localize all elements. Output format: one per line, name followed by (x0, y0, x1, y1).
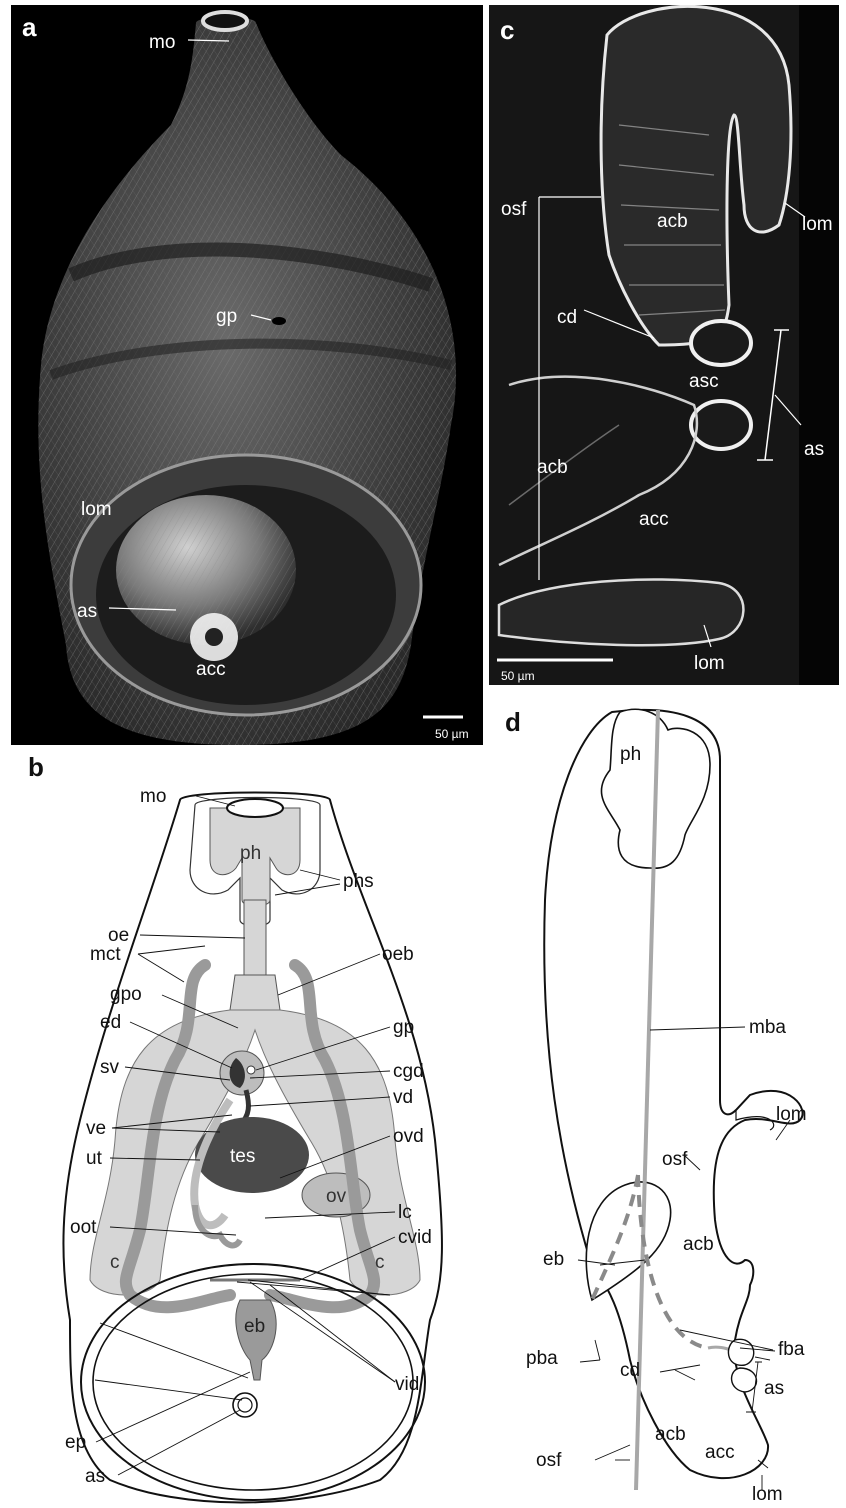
label-d-eb: eb (543, 1249, 564, 1270)
label-d-lom-top: lom (776, 1104, 807, 1125)
panel-c-image: osf acb lom cd asc as acb acc lom 50 µm (489, 5, 839, 685)
panel-d-diagram: ph mba lom osf eb acb pba fba cd as osf … (500, 700, 846, 1508)
label-c-osf: osf (501, 199, 527, 220)
label-b-ep: ep (65, 1432, 86, 1453)
label-a-gp: gp (216, 306, 237, 327)
label-a-acc: acc (196, 659, 226, 680)
label-c-acb-bottom: acb (537, 457, 568, 478)
label-d-cd: cd (620, 1360, 640, 1381)
panel-a: mo gp lom as acc 50 µm (11, 5, 483, 745)
label-d-fba: fba (778, 1339, 805, 1360)
label-c-lom-bottom: lom (694, 653, 725, 674)
scale-label-a: 50 µm (435, 727, 469, 741)
label-c-acc: acc (639, 509, 669, 530)
label-b-mo: mo (140, 786, 166, 807)
label-b-tes: tes (230, 1146, 255, 1167)
label-b-oot: oot (70, 1217, 97, 1238)
label-b-ut: ut (86, 1148, 103, 1169)
scale-label-c: 50 µm (501, 669, 535, 683)
panel-letter-c: c (500, 15, 514, 46)
label-b-lc: lc (398, 1202, 412, 1223)
label-b-ovd: ovd (393, 1126, 424, 1147)
genital-pore (272, 317, 286, 325)
label-b-cgd: cgd (393, 1061, 424, 1082)
label-b-cvid: cvid (398, 1227, 432, 1248)
label-b-ve: ve (86, 1118, 106, 1139)
label-b-phs: phs (343, 871, 374, 892)
label-c-asc: asc (689, 371, 719, 392)
label-c-lom-top: lom (802, 214, 833, 235)
label-b-gp: gp (393, 1017, 414, 1038)
label-d-mba: mba (749, 1017, 786, 1038)
label-d-osf-bottom: osf (536, 1450, 562, 1471)
panel-b-diagram: mo ph phs oe mct oeb gpo ed gp sv cgd vd… (0, 760, 500, 1508)
label-d-lom-bottom: lom (752, 1484, 783, 1505)
oesophagus (244, 900, 266, 975)
label-b-ed: ed (100, 1012, 121, 1033)
panel-c: osf acb lom cd asc as acb acc lom 50 µm (489, 5, 839, 685)
panel-letter-a: a (22, 12, 36, 43)
label-d-acb-bottom: acb (655, 1424, 686, 1445)
label-d-acb-top: acb (683, 1234, 714, 1255)
label-a-as: as (77, 601, 97, 622)
label-b-oeb: oeb (382, 944, 414, 965)
label-a-lom: lom (81, 499, 112, 520)
label-d-as: as (764, 1378, 784, 1399)
mouth (203, 12, 247, 30)
mouth-opening (227, 799, 283, 817)
label-b-vid: vid (395, 1374, 419, 1395)
label-d-ph: ph (620, 744, 641, 765)
label-c-as: as (804, 439, 824, 460)
label-b-c-left: c (110, 1252, 120, 1273)
label-b-c-right: c (375, 1252, 385, 1273)
label-b-ov: ov (326, 1186, 347, 1207)
oesophageal-bulb (230, 975, 280, 1010)
label-b-oe: oe (108, 925, 129, 946)
label-b-ph: ph (240, 843, 261, 864)
sucker-upper-lip (691, 321, 751, 365)
label-d-pba: pba (526, 1348, 558, 1369)
label-b-vd: vd (393, 1087, 413, 1108)
label-c-acb-top: acb (657, 211, 688, 232)
label-b-gpo: gpo (110, 984, 142, 1005)
label-a-mo: mo (149, 32, 175, 53)
panel-a-image: mo gp lom as acc 50 µm (11, 5, 483, 745)
label-b-mct: mct (90, 944, 121, 965)
label-d-osf-top: osf (662, 1149, 688, 1170)
label-d-acc: acc (705, 1442, 735, 1463)
genital-pore-b (247, 1066, 255, 1074)
label-c-cd: cd (557, 307, 577, 328)
label-b-as: as (85, 1466, 105, 1487)
label-b-eb: eb (244, 1316, 265, 1337)
sucker-lower-lip (691, 401, 751, 449)
label-b-sv: sv (100, 1057, 120, 1078)
